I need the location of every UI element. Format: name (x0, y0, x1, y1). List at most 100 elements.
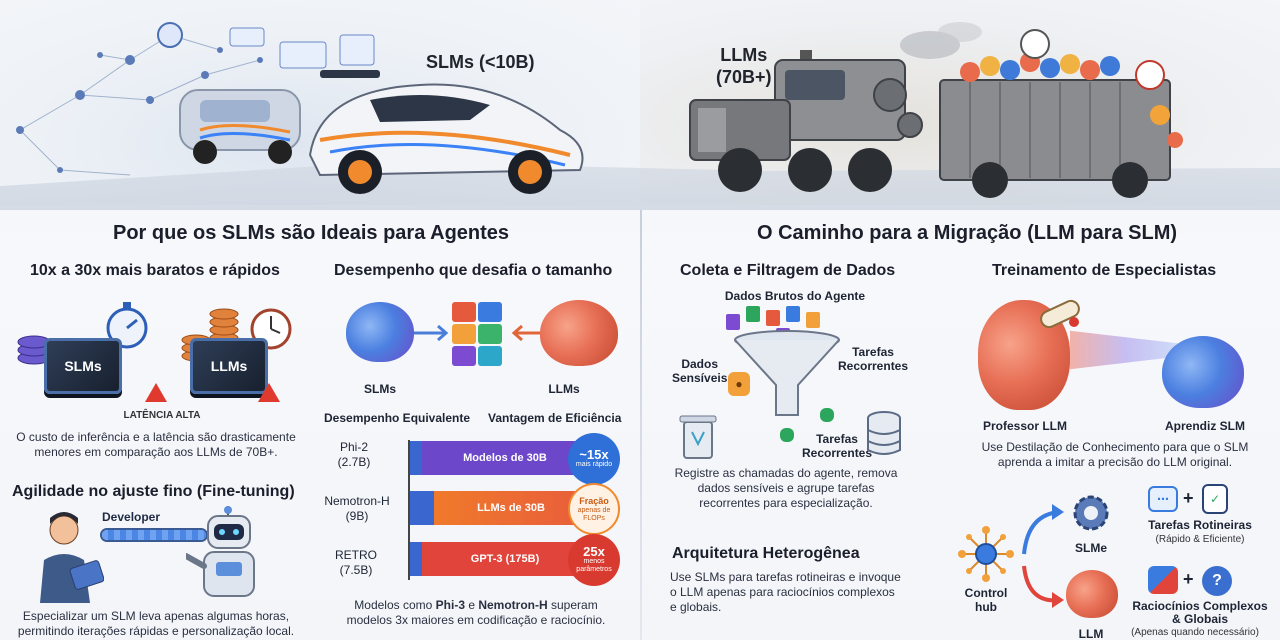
plus-icon: + (1183, 488, 1194, 508)
network-graph-illustration (16, 22, 375, 176)
model-name: RETRO (335, 548, 377, 562)
model-size: (2.7B) (337, 455, 371, 469)
agility-text-line2: permitindo iterações rápidas e personali… (17, 624, 295, 638)
retro-efficiency-bubble: 25x menos parâmetros (568, 534, 620, 586)
column-equivalent-header: Desempenho Equivalente (324, 411, 471, 425)
model-phi2: Phi-2 (2.7B) (326, 440, 382, 470)
retro-bar: GPT-3 (175B) (422, 542, 588, 576)
caption-pre: Modelos como (354, 598, 436, 612)
student-label: Aprendiz SLM (1165, 419, 1245, 433)
caption-mid: e (465, 598, 479, 612)
llm-hero-label: LLMs (70B+) (716, 44, 772, 88)
performance-caption: Modelos como Phi-3 e Nemotron-H superam … (326, 598, 626, 628)
agility-heading: Agilidade no ajuste fino (Fine-tuning) (12, 483, 295, 500)
tasks-line1: Tarefas (816, 432, 858, 446)
checklist-icon: ✓ (1202, 484, 1228, 514)
cost-text-line2: menores em comparação aos LLMs de 70B+. (34, 445, 278, 459)
task-card-icon-2 (780, 428, 794, 442)
complex-tasks-title: Raciocínios Complexos & Globais (1120, 600, 1280, 626)
bubble-caption: mais rápido (575, 461, 613, 468)
diploma-icon (1036, 296, 1086, 341)
phi2-bar: Modelos de 30B (422, 441, 588, 475)
caption-line1: Modelos como Phi-3 e Nemotron-H superam (326, 598, 626, 613)
question-icon: ? (1202, 566, 1232, 596)
robot-icon (183, 506, 286, 611)
routine-tasks-title: Tarefas Rotineiras (1148, 518, 1252, 532)
llm-hero-label-line2: (70B+) (716, 67, 772, 87)
llm-node-label: LLM (1078, 627, 1104, 640)
nemotron-base-bar (410, 491, 434, 525)
caption-model-nemotron: Nemotron-H (478, 598, 548, 612)
sports-car-illustration (179, 70, 584, 194)
collect-text-line3: recorrentes para especialização. (699, 496, 873, 510)
architecture-heading: Arquitetura Heterogênea (672, 545, 860, 562)
nemotron-bar: LLMs de 30B (434, 491, 588, 525)
phi2-efficiency-bubble: ~15x mais rápido (568, 433, 620, 485)
sensitive-data-label: Dados Sensíveis (672, 357, 727, 385)
slm-chip: SLMs (44, 338, 122, 394)
caption-model-phi3: Phi-3 (435, 598, 465, 612)
arch-text-line3: e globais. (670, 600, 722, 614)
sensitive-line1: Dados (681, 357, 719, 371)
right-section-title: O Caminho para a Migração (LLM para SLM) (757, 222, 1178, 244)
column-efficiency-header: Vantagem de Eficiência (488, 411, 622, 425)
warning-icon-right (258, 383, 280, 402)
complex-line1: Raciocínios Complexos (1132, 599, 1268, 613)
model-name: Phi-2 (339, 440, 368, 454)
routing-arrows (1022, 504, 1064, 608)
collect-text-line1: Registre as chamadas do agente, remova (674, 466, 898, 480)
hub-line2: hub (975, 600, 997, 614)
brain-llm-label: LLMs (548, 382, 580, 396)
cost-description: O custo de inferência e a latência são d… (6, 430, 306, 460)
bubble-caption: menos parâmetros (576, 558, 612, 573)
agility-text-line1: Especializar um SLM leva apenas algumas … (22, 609, 290, 623)
caption-post: superam (547, 598, 598, 612)
funnel-icon (732, 330, 842, 425)
collect-description: Registre as chamadas do agente, remova d… (666, 466, 906, 511)
developer-label: Developer (102, 510, 161, 524)
collect-heading: Coleta e Filtragem de Dados (680, 262, 896, 279)
column-divider (640, 210, 642, 640)
cost-heading: 10x a 30x mais baratos e rápidos (30, 262, 280, 279)
caption-line2: modelos 3x maiores em codificação e raci… (346, 613, 606, 627)
teacher-label: Professor LLM (982, 419, 1067, 433)
model-size: (7.5B) (339, 563, 373, 577)
bubble-value: 25x (583, 544, 605, 559)
stopwatch-fast-icon (104, 300, 150, 355)
task-card-icon (820, 408, 834, 422)
finetune-progress-fill (102, 530, 206, 540)
control-hub-icon (956, 524, 1016, 589)
training-text-line2: aprenda a imitar a precisão do LLM origi… (997, 455, 1233, 469)
bubble-value: ~15x (579, 447, 609, 462)
recurring-line1: Tarefas (852, 345, 894, 359)
slm-hero-label: SLMs (<10B) (426, 52, 535, 72)
training-description: Use Destilação de Conhecimento para que … (960, 440, 1270, 470)
arch-text-line2: o LLM apenas para raciocínios complexos (670, 585, 895, 599)
tasks-line2: Recorrentes (802, 446, 873, 460)
model-retro: RETRO (7.5B) (326, 548, 386, 578)
trash-icon (678, 412, 718, 465)
complex-tasks-subtitle: (Apenas quando necessário) (1131, 627, 1259, 638)
recurring-line2: Recorrentes (838, 359, 909, 373)
recurring-tasks-label: Tarefas Recorrentes (838, 345, 908, 373)
cost-text-line1: O custo de inferência e a latência são d… (16, 430, 296, 444)
lock-icon: ● (728, 372, 750, 396)
database-icon (864, 410, 904, 465)
nemotron-efficiency-bubble: Fração apenas de FLOPs (568, 483, 620, 535)
phi2-base-bar (410, 441, 422, 475)
model-nemotron: Nemotron-H (9B) (322, 494, 392, 524)
hub-line1: Control (964, 586, 1008, 600)
collect-text-line2: dados sensíveis e agrupe tarefas (697, 481, 875, 495)
slm-node-label: SLMe (1074, 541, 1107, 555)
performance-heading: Desempenho que desafia o tamanho (334, 262, 613, 279)
plus-icon-2: + (1183, 569, 1194, 589)
arch-text-line1: Use SLMs para tarefas rotineiras e invoq… (670, 570, 901, 584)
model-size: (9B) (345, 509, 369, 523)
axis-line (408, 440, 410, 580)
tasks-label: Tarefas Recorrentes (802, 432, 872, 460)
warning-icon (145, 383, 167, 402)
control-hub-label: Control hub (956, 586, 1016, 614)
chat-icon: ⋯ (1148, 486, 1178, 512)
complex-line2: & Globais (1171, 612, 1228, 626)
developer-person-icon (34, 508, 105, 608)
